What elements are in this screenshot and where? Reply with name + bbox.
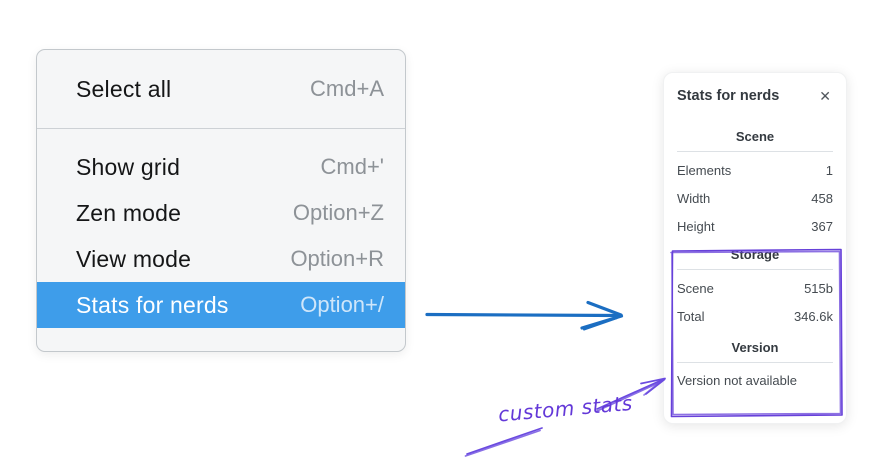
version-note: Version not available [677,373,797,388]
menu-item-stats-for-nerds[interactable]: Stats for nerds Option+/ [37,282,405,328]
arrow-menu-to-panel [425,300,624,331]
section-divider [677,269,833,270]
section-header-storage: Storage [730,247,780,262]
stat-row-scene-storage: Scene 515b [677,275,833,303]
section-header-version: Version [731,340,779,355]
menu-item-shortcut: Option+/ [300,292,384,317]
stat-row-elements: Elements 1 [677,157,833,185]
menu-item-shortcut: Cmd+A [310,76,384,101]
context-menu: Select all Cmd+A Show grid Cmd+' Zen mod… [36,49,406,352]
menu-item-label: Stats for nerds [76,291,229,318]
menu-item-label: Show grid [76,153,181,180]
stat-label: Width [677,191,711,206]
stat-row-total-storage: Total 346.6k [677,303,833,331]
menu-item-show-grid[interactable]: Show grid Cmd+' [37,144,405,190]
stat-row-height: Height 367 [677,213,833,241]
stat-label: Total [677,309,705,324]
stat-label: Elements [677,163,732,178]
close-icon[interactable]: ✕ [819,88,831,104]
menu-divider [37,128,405,129]
stats-panel: Stats for nerds ✕ Scene Elements 1 Width… [663,72,847,424]
menu-item-shortcut: Option+R [290,246,384,271]
context-menu-section-top: Select all Cmd+A [37,50,405,128]
stat-label: Height [677,219,715,234]
stat-value: 1 [825,163,833,178]
stat-value: 346.6k [793,309,833,324]
section-divider [677,151,833,152]
menu-item-label: View mode [76,245,192,272]
stat-row-width: Width 458 [677,185,833,213]
stats-panel-title: Stats for nerds [677,88,780,104]
menu-item-shortcut: Option+Z [292,200,384,225]
annotation-label-custom-stats: custom stats [497,390,634,427]
section-header-scene: Scene [735,129,775,144]
menu-item-label: Zen mode [76,199,182,226]
stats-panel-header: Stats for nerds ✕ [677,87,833,105]
stat-label: Scene [677,281,714,296]
section-divider [677,362,833,363]
stat-value: 367 [811,219,833,234]
menu-item-select-all[interactable]: Select all Cmd+A [37,66,405,112]
annotation-arrow-custom-stats [464,377,666,457]
context-menu-section-bottom: Show grid Cmd+' Zen mode Option+Z View m… [37,129,405,351]
menu-item-label: Select all [76,75,172,102]
menu-item-view-mode[interactable]: View mode Option+R [37,236,405,282]
stat-value: 515b [804,281,833,296]
menu-item-shortcut: Cmd+' [320,154,385,179]
stat-value: 458 [811,191,833,206]
menu-item-zen-mode[interactable]: Zen mode Option+Z [37,190,405,236]
